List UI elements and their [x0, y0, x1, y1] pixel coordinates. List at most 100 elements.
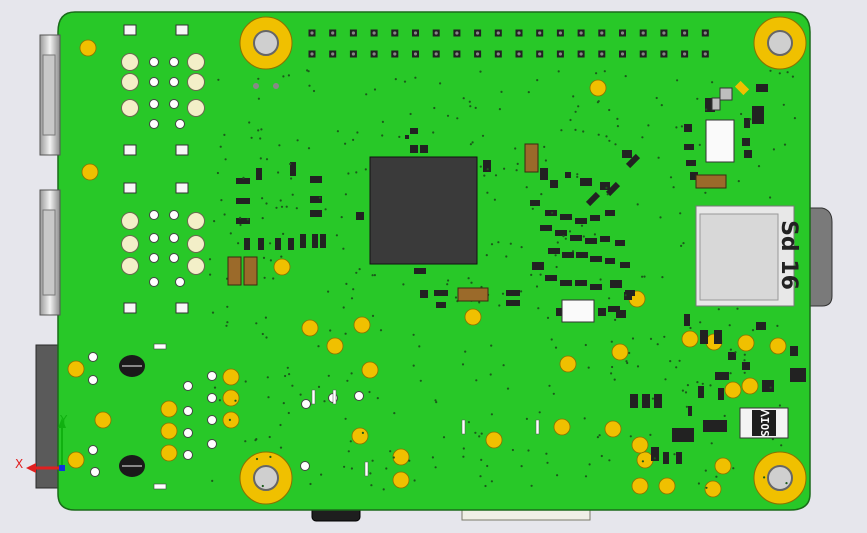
test-point — [149, 57, 159, 67]
cream-pad — [121, 99, 139, 117]
smd-component — [556, 308, 564, 316]
via — [342, 306, 345, 309]
test-point — [354, 391, 364, 401]
via — [606, 193, 609, 196]
test-point — [149, 210, 159, 220]
via — [490, 344, 493, 347]
via — [710, 442, 713, 445]
via — [574, 110, 577, 113]
test-point — [149, 119, 159, 129]
smd-component — [320, 234, 326, 248]
via — [228, 418, 231, 421]
gray-component — [719, 87, 733, 101]
gpio-pin-center — [393, 52, 397, 56]
via — [511, 448, 514, 452]
via — [259, 157, 262, 160]
via — [381, 134, 384, 137]
via — [439, 82, 442, 85]
test-point — [175, 277, 185, 287]
smd-component — [575, 218, 587, 224]
via — [216, 171, 219, 175]
yellow-pad — [160, 400, 178, 418]
via — [467, 421, 470, 424]
via — [255, 322, 258, 325]
via — [261, 332, 264, 336]
yellow-pad — [589, 79, 607, 97]
via — [355, 171, 358, 174]
yellow-pad — [631, 477, 649, 495]
via — [580, 224, 584, 227]
via — [554, 254, 557, 257]
via — [582, 235, 585, 238]
via — [647, 124, 650, 127]
via — [749, 118, 752, 121]
via — [587, 366, 590, 369]
gpio-pin-center — [496, 52, 500, 56]
via — [355, 271, 358, 274]
gpio-pin-center — [620, 52, 625, 56]
yellow-pad — [737, 334, 755, 352]
smd-component — [506, 290, 520, 296]
cream-pad — [121, 235, 139, 253]
gpio-pin-center — [538, 31, 542, 35]
smd-component — [703, 420, 727, 432]
smd-component — [605, 258, 615, 264]
via — [597, 133, 600, 136]
via — [686, 384, 690, 387]
via — [376, 397, 379, 400]
via — [344, 193, 347, 196]
via — [531, 207, 534, 210]
via — [571, 250, 575, 253]
via — [385, 467, 388, 470]
via — [657, 156, 660, 159]
smd-component — [624, 292, 632, 300]
via — [782, 103, 785, 106]
via — [538, 411, 541, 414]
via — [743, 371, 746, 374]
smd-component — [620, 262, 630, 268]
via — [260, 128, 263, 131]
via — [493, 198, 496, 201]
via — [261, 484, 264, 488]
smd-component — [434, 290, 448, 296]
via — [433, 106, 436, 110]
via — [350, 372, 353, 375]
via — [211, 311, 215, 314]
via — [653, 457, 656, 460]
via — [530, 273, 533, 276]
silk-tab — [153, 483, 167, 490]
gray-dot — [253, 83, 259, 89]
via — [479, 475, 482, 478]
via — [501, 292, 505, 295]
gpio-pin-center — [351, 52, 355, 56]
via — [613, 378, 616, 381]
via — [494, 174, 498, 177]
via — [219, 145, 222, 148]
via — [419, 379, 422, 382]
smd-component — [742, 138, 750, 146]
yellow-pad — [94, 411, 112, 429]
via — [275, 206, 278, 209]
via — [490, 480, 493, 483]
via — [574, 128, 577, 131]
smd-component — [676, 452, 682, 464]
via — [663, 335, 666, 338]
via — [479, 165, 482, 168]
via — [704, 191, 707, 194]
via — [431, 456, 434, 459]
via — [464, 350, 467, 353]
via — [588, 463, 591, 466]
via — [696, 97, 699, 100]
via — [369, 472, 372, 475]
via — [675, 366, 678, 369]
via — [350, 297, 354, 300]
via — [462, 455, 465, 458]
via — [229, 232, 232, 235]
via — [327, 374, 330, 377]
via — [743, 353, 746, 356]
triad-y-arrowhead — [58, 418, 66, 428]
via — [461, 363, 465, 366]
via — [287, 411, 290, 415]
via — [257, 97, 260, 100]
via — [629, 435, 632, 438]
